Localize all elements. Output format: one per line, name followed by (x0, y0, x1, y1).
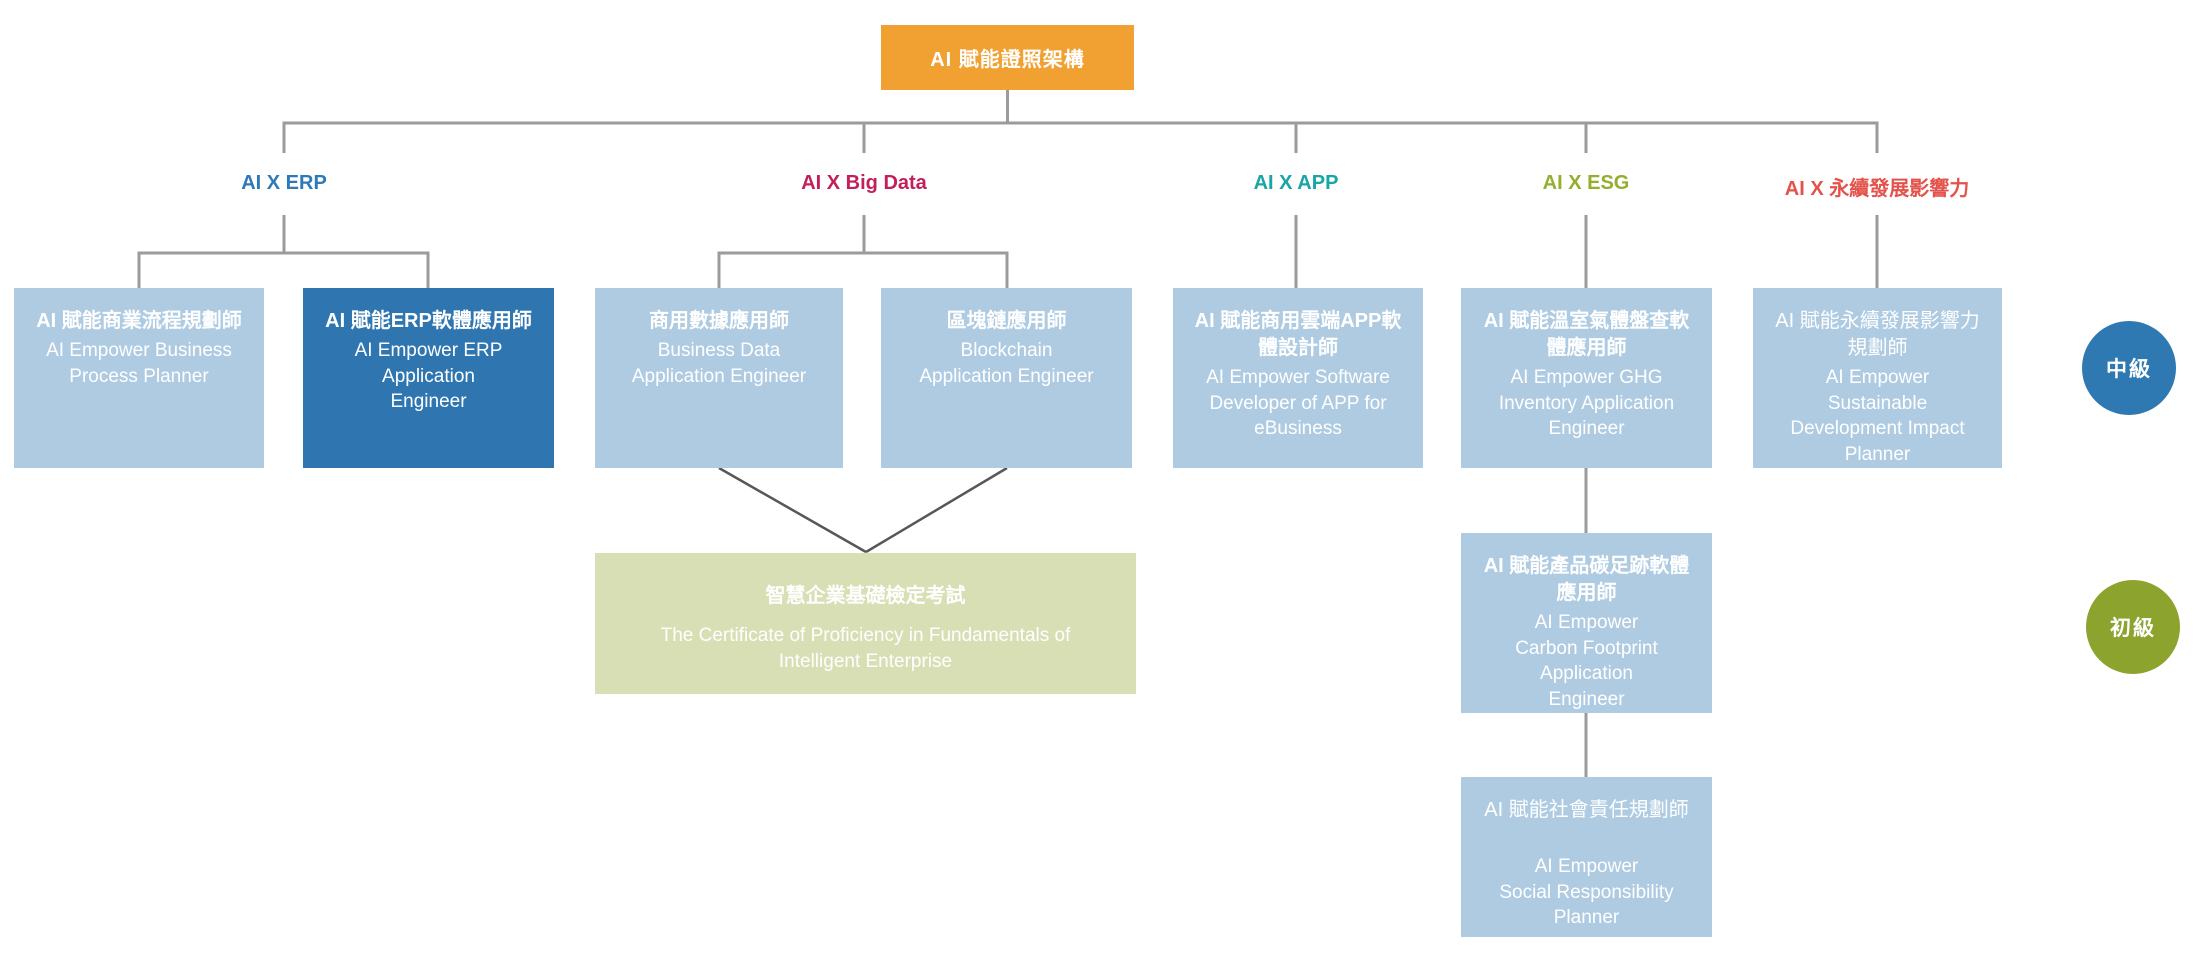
exam-title: 智慧企業基礎檢定考試 (765, 585, 966, 607)
card-sustainable-impact-planner: AI 賦能永續發展影響力 規劃師 AI Empower Sustainable … (1753, 288, 2002, 468)
card-subtitle: AI Empower ERP Application Engineer (354, 340, 503, 413)
card-title: AI 賦能商用雲端APP軟 體設計師 (1194, 310, 1402, 359)
card-blockchain-engineer: 區塊鏈應用師 Blockchain Application Engineer (881, 288, 1132, 468)
card-business-data-engineer: 商用數據應用師 Business Data Application Engine… (595, 288, 843, 468)
card-title: AI 賦能ERP軟體應用師 (325, 310, 532, 332)
exam-subtitle: The Certificate of Proficiency in Fundam… (660, 625, 1071, 672)
branch-label-erp: AI X ERP (241, 172, 327, 194)
branch-label-bigdata: AI X Big Data (801, 172, 927, 194)
card-subtitle: AI Empower Carbon Footprint Application … (1515, 612, 1658, 710)
branch-label-esg: AI X ESG (1542, 172, 1630, 194)
card-subtitle: AI Empower Social Responsibility Planner (1499, 856, 1674, 929)
branch-label-app: AI X APP (1253, 172, 1339, 194)
card-subtitle: AI Empower Software Developer of APP for… (1206, 367, 1390, 440)
card-title: 商用數據應用師 (649, 310, 789, 332)
root-node: AI 賦能證照架構 (881, 25, 1134, 90)
card-subtitle: Business Data Application Engineer (631, 340, 807, 387)
merge-line-left (718, 466, 867, 554)
card-erp-application-engineer: AI 賦能ERP軟體應用師 AI Empower ERP Application… (303, 288, 554, 468)
root-node-label: AI 賦能證照架構 (930, 49, 1085, 71)
level-badge-label: 初級 (2110, 617, 2156, 640)
card-title: AI 賦能永續發展影響力 規劃師 (1775, 310, 1980, 359)
card-subtitle: AI Empower GHG Inventory Application Eng… (1498, 367, 1675, 440)
merge-line-right (865, 466, 1008, 554)
card-subtitle: AI Empower Sustainable Development Impac… (1790, 367, 1965, 465)
card-title: 區塊鏈應用師 (946, 310, 1067, 332)
card-title: AI 賦能產品碳足跡軟體 應用師 (1483, 555, 1690, 604)
level-badge-label: 中級 (2106, 358, 2152, 381)
card-social-responsibility-planner: AI 賦能社會責任規劃師 AI Empower Social Responsib… (1461, 777, 1712, 937)
card-carbon-footprint-engineer: AI 賦能產品碳足跡軟體 應用師 AI Empower Carbon Footp… (1461, 533, 1712, 713)
card-ghg-inventory-engineer: AI 賦能溫室氣體盤查軟 體應用師 AI Empower GHG Invento… (1461, 288, 1712, 468)
card-title: AI 賦能社會責任規劃師 (1484, 799, 1689, 821)
card-title: AI 賦能商業流程規劃師 (36, 310, 242, 332)
card-business-process-planner: AI 賦能商業流程規劃師 AI Empower Business Process… (14, 288, 264, 468)
branch-label-sustain: AI X 永續發展影響力 (1784, 178, 1970, 200)
card-title: AI 賦能溫室氣體盤查軟 體應用師 (1483, 310, 1690, 359)
level-badge-beginner: 初級 (2086, 580, 2180, 674)
exam-node: 智慧企業基礎檢定考試 The Certificate of Proficienc… (595, 553, 1136, 694)
level-badge-intermediate: 中級 (2082, 321, 2176, 415)
card-subtitle: AI Empower Business Process Planner (46, 340, 232, 387)
card-cloud-app-designer: AI 賦能商用雲端APP軟 體設計師 AI Empower Software D… (1173, 288, 1423, 468)
card-subtitle: Blockchain Application Engineer (919, 340, 1094, 387)
